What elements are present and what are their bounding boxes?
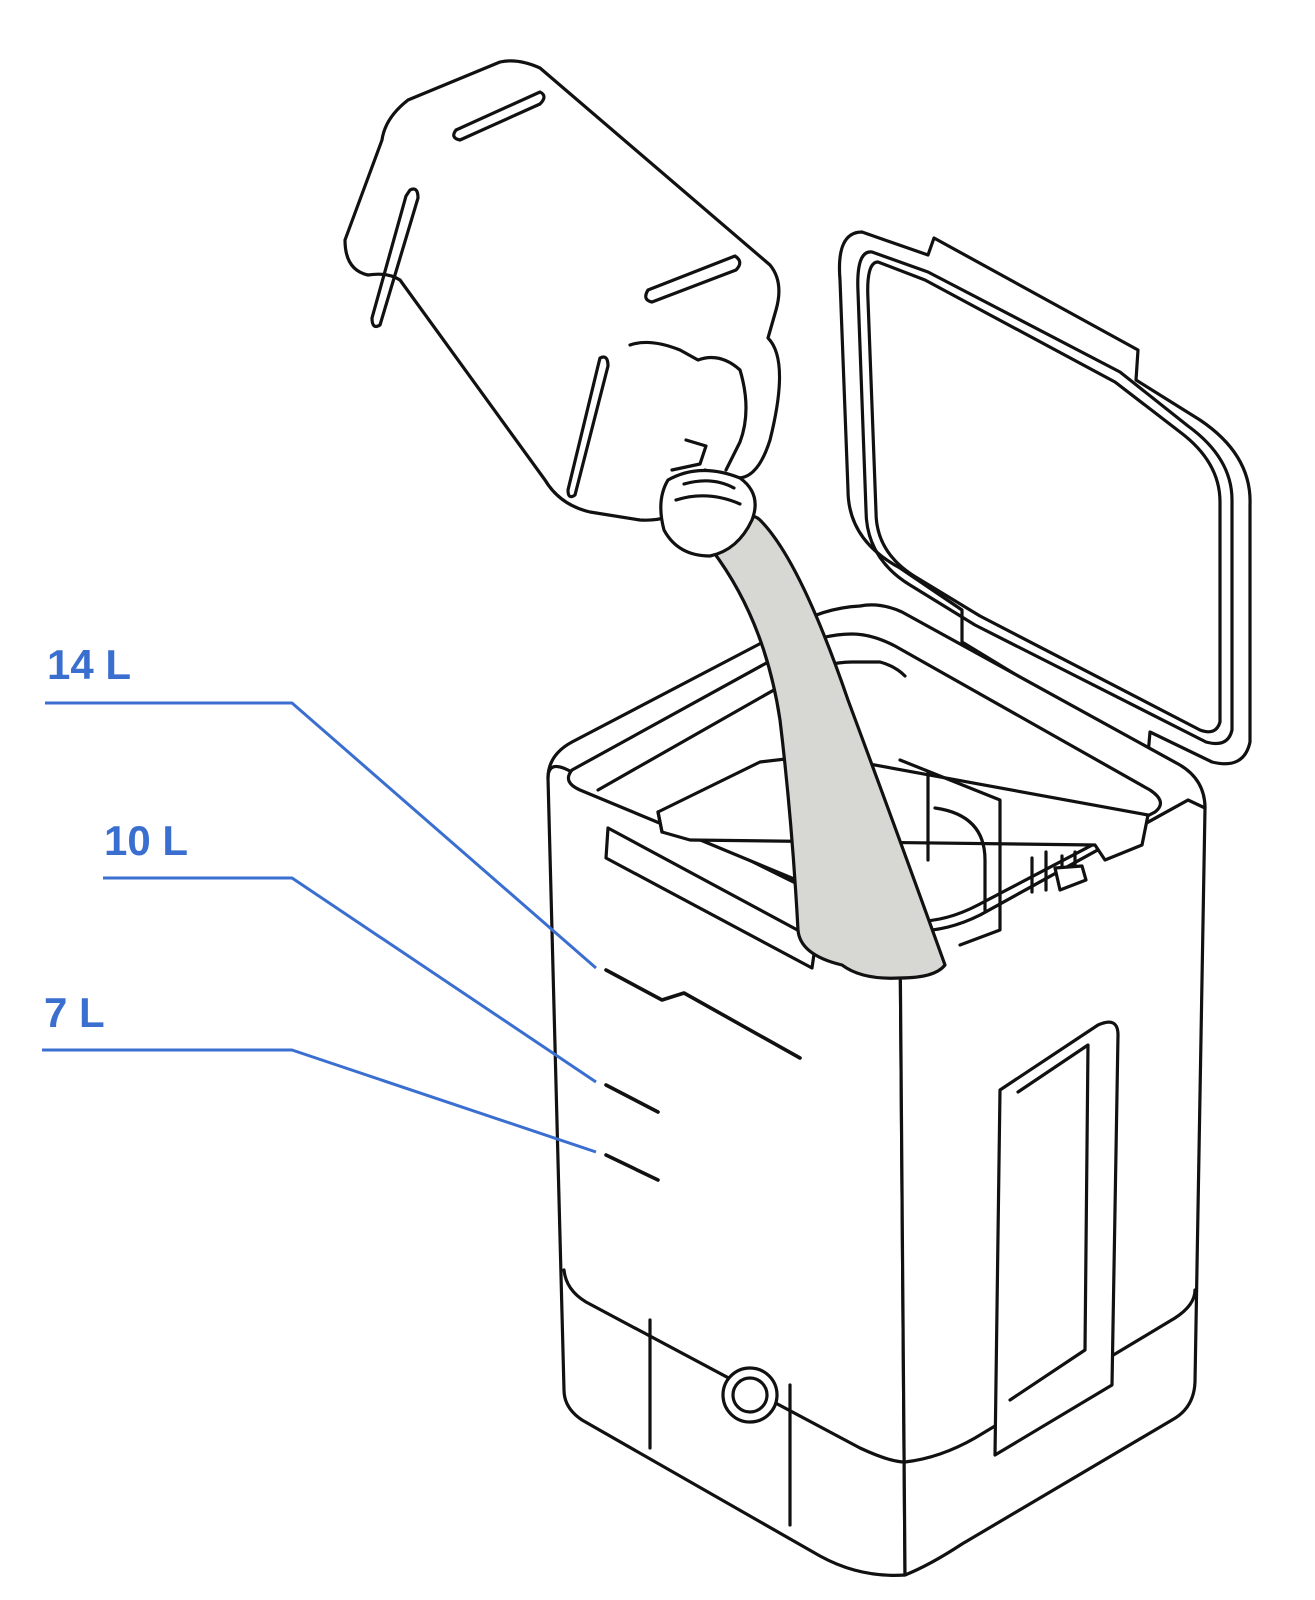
pouring-liquid	[710, 514, 947, 980]
callout-line-14	[45, 701, 597, 970]
level-marks	[604, 968, 802, 1182]
water-tank	[546, 603, 1207, 1577]
level-mark-10	[604, 1083, 660, 1114]
label-14-liters: 14 L	[47, 641, 131, 688]
label-7-liters: 7 L	[44, 989, 105, 1036]
tank-lid	[837, 230, 1252, 766]
canister-spout	[659, 468, 757, 558]
callouts: 14 L 10 L 7 L	[42, 641, 597, 1154]
fluid-canister	[343, 59, 782, 558]
side-handle	[993, 1020, 1120, 1457]
callout-line-7	[42, 1048, 597, 1154]
label-10-liters: 10 L	[104, 817, 188, 864]
level-mark-14	[604, 968, 802, 1060]
callout-line-10	[103, 876, 597, 1084]
level-mark-7	[604, 1153, 660, 1182]
